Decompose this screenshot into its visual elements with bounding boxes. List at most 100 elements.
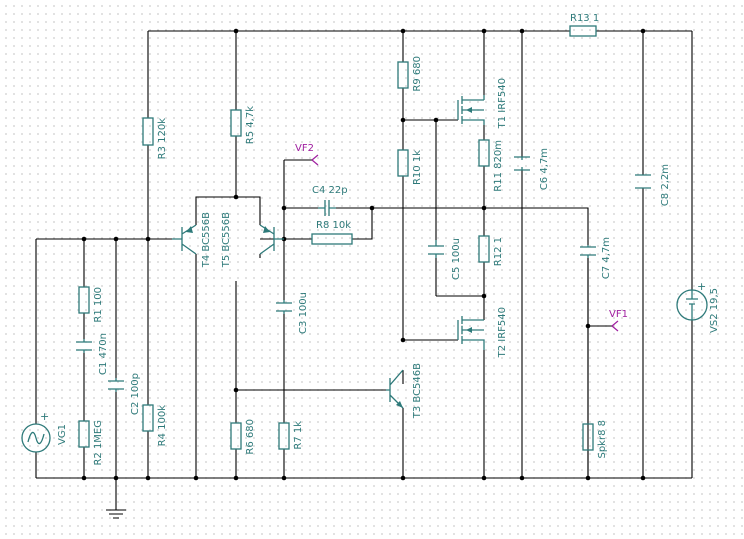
probe-vf1-marker[interactable] [611, 320, 619, 332]
label-r9: R9 680 [412, 56, 423, 92]
resistor-r10[interactable] [397, 149, 409, 177]
junction-dot [233, 194, 239, 200]
label-r13: R13 1 [570, 13, 599, 24]
probe-vf2-label: VF2 [295, 143, 314, 154]
label-c5: C5 100u [451, 238, 462, 280]
label-r2: R2 1MEG [93, 420, 104, 466]
resistor-r9[interactable] [397, 61, 409, 89]
signal-generator-vg1[interactable] [21, 423, 51, 453]
label-r4: R4 100k [157, 405, 168, 447]
junction-dot [113, 475, 119, 481]
junction-dot [481, 28, 487, 34]
label-vs2: VS2 19,5 [709, 288, 720, 333]
wires [35, 30, 693, 510]
resistor-r4[interactable] [142, 404, 154, 432]
component-labels: R13 1 C4 22p R8 10k R9 680 R3 120k R5 4,… [40, 13, 720, 466]
junction-dot [193, 475, 199, 481]
label-vg1: VG1 [57, 424, 68, 445]
resistor-r1[interactable] [78, 286, 90, 314]
resistor-r6[interactable] [230, 422, 242, 450]
resistor-r13[interactable] [569, 25, 597, 37]
junction-dot [233, 28, 239, 34]
transistors [172, 95, 485, 409]
junction-dot [113, 236, 119, 242]
resistors [78, 25, 597, 451]
label-c1: C1 470n [98, 333, 109, 375]
junction-dot [400, 475, 406, 481]
junction-dot [400, 117, 406, 123]
voltage-source-vs2[interactable] [676, 289, 708, 321]
junction-dot [81, 475, 87, 481]
label-r1: R1 100 [93, 287, 104, 323]
resistor-r11[interactable] [478, 139, 490, 167]
mosfet-t1[interactable] [457, 95, 485, 125]
label-c4: C4 22p [312, 185, 348, 196]
sources [21, 289, 708, 519]
resistor-r5[interactable] [230, 109, 242, 137]
label-c2: C2 100p [130, 373, 141, 415]
label-t4: T4 BC556B [201, 212, 212, 268]
junction-dot [519, 28, 525, 34]
resistor-r3[interactable] [142, 117, 154, 146]
label-t5: T5 BC556B [221, 212, 232, 268]
label-t2: T2 IRF540 [497, 307, 508, 358]
resistor-r12[interactable] [478, 235, 490, 263]
label-r5: R5 4,7k [245, 106, 256, 144]
capacitor-c8[interactable] [635, 174, 651, 189]
resistor-r7[interactable] [278, 422, 290, 450]
polarity-vg1: + [40, 410, 49, 423]
label-r11: R11 820m [493, 140, 504, 192]
label-t1: T1 IRF540 [497, 78, 508, 129]
junction-dot [281, 475, 287, 481]
junctions [81, 28, 646, 481]
junction-dot [369, 205, 375, 211]
label-r12: R12 1 [493, 237, 504, 266]
capacitor-c1[interactable] [76, 339, 92, 353]
probe-vf2-marker[interactable] [311, 154, 319, 166]
ground-symbol [106, 509, 126, 519]
polarity-vs2: + [697, 280, 706, 293]
junction-dot [281, 205, 287, 211]
junction-dot [640, 475, 646, 481]
label-r10: R10 1k [412, 150, 423, 185]
junction-dot [81, 236, 87, 242]
capacitor-c4[interactable] [318, 200, 336, 216]
junction-dot [481, 293, 487, 299]
resistor-r8[interactable] [311, 233, 353, 245]
junction-dot [640, 28, 646, 34]
label-r7: R7 1k [293, 421, 304, 450]
junction-dot [400, 28, 406, 34]
label-r6: R6 680 [245, 419, 256, 455]
capacitors [76, 156, 651, 392]
capacitor-c5[interactable] [428, 240, 444, 258]
junction-dot [585, 323, 591, 329]
junction-dot [400, 337, 406, 343]
transistor-t5[interactable] [259, 224, 284, 255]
capacitor-c3[interactable] [276, 300, 292, 314]
resistor-r2[interactable] [78, 420, 90, 448]
capacitor-c7[interactable] [580, 245, 596, 258]
capacitor-c2[interactable] [108, 378, 124, 392]
transistor-t4[interactable] [172, 224, 197, 255]
probe-vf1-label: VF1 [609, 309, 628, 320]
label-c7: C7 4,7m [601, 237, 612, 279]
junction-dot [145, 236, 151, 242]
capacitor-c6[interactable] [514, 156, 530, 171]
junction-dot [233, 387, 239, 393]
transistor-t3[interactable] [386, 369, 404, 409]
junction-dot [519, 475, 525, 481]
junction-dot [481, 475, 487, 481]
label-r3: R3 120k [157, 118, 168, 160]
mosfet-t2[interactable] [457, 316, 485, 350]
junction-dot [585, 475, 591, 481]
probes: VF2 VF1 [295, 143, 628, 332]
label-c6: C6 4,7m [539, 148, 550, 190]
label-c8: C8 2,2m [660, 164, 671, 206]
junction-dot [145, 475, 151, 481]
label-t3: T3 BC546B [412, 363, 423, 419]
label-r8: R8 10k [316, 220, 351, 231]
junction-dot [233, 475, 239, 481]
label-c3: C3 100u [298, 292, 309, 334]
speaker-spkr8[interactable] [582, 423, 594, 451]
